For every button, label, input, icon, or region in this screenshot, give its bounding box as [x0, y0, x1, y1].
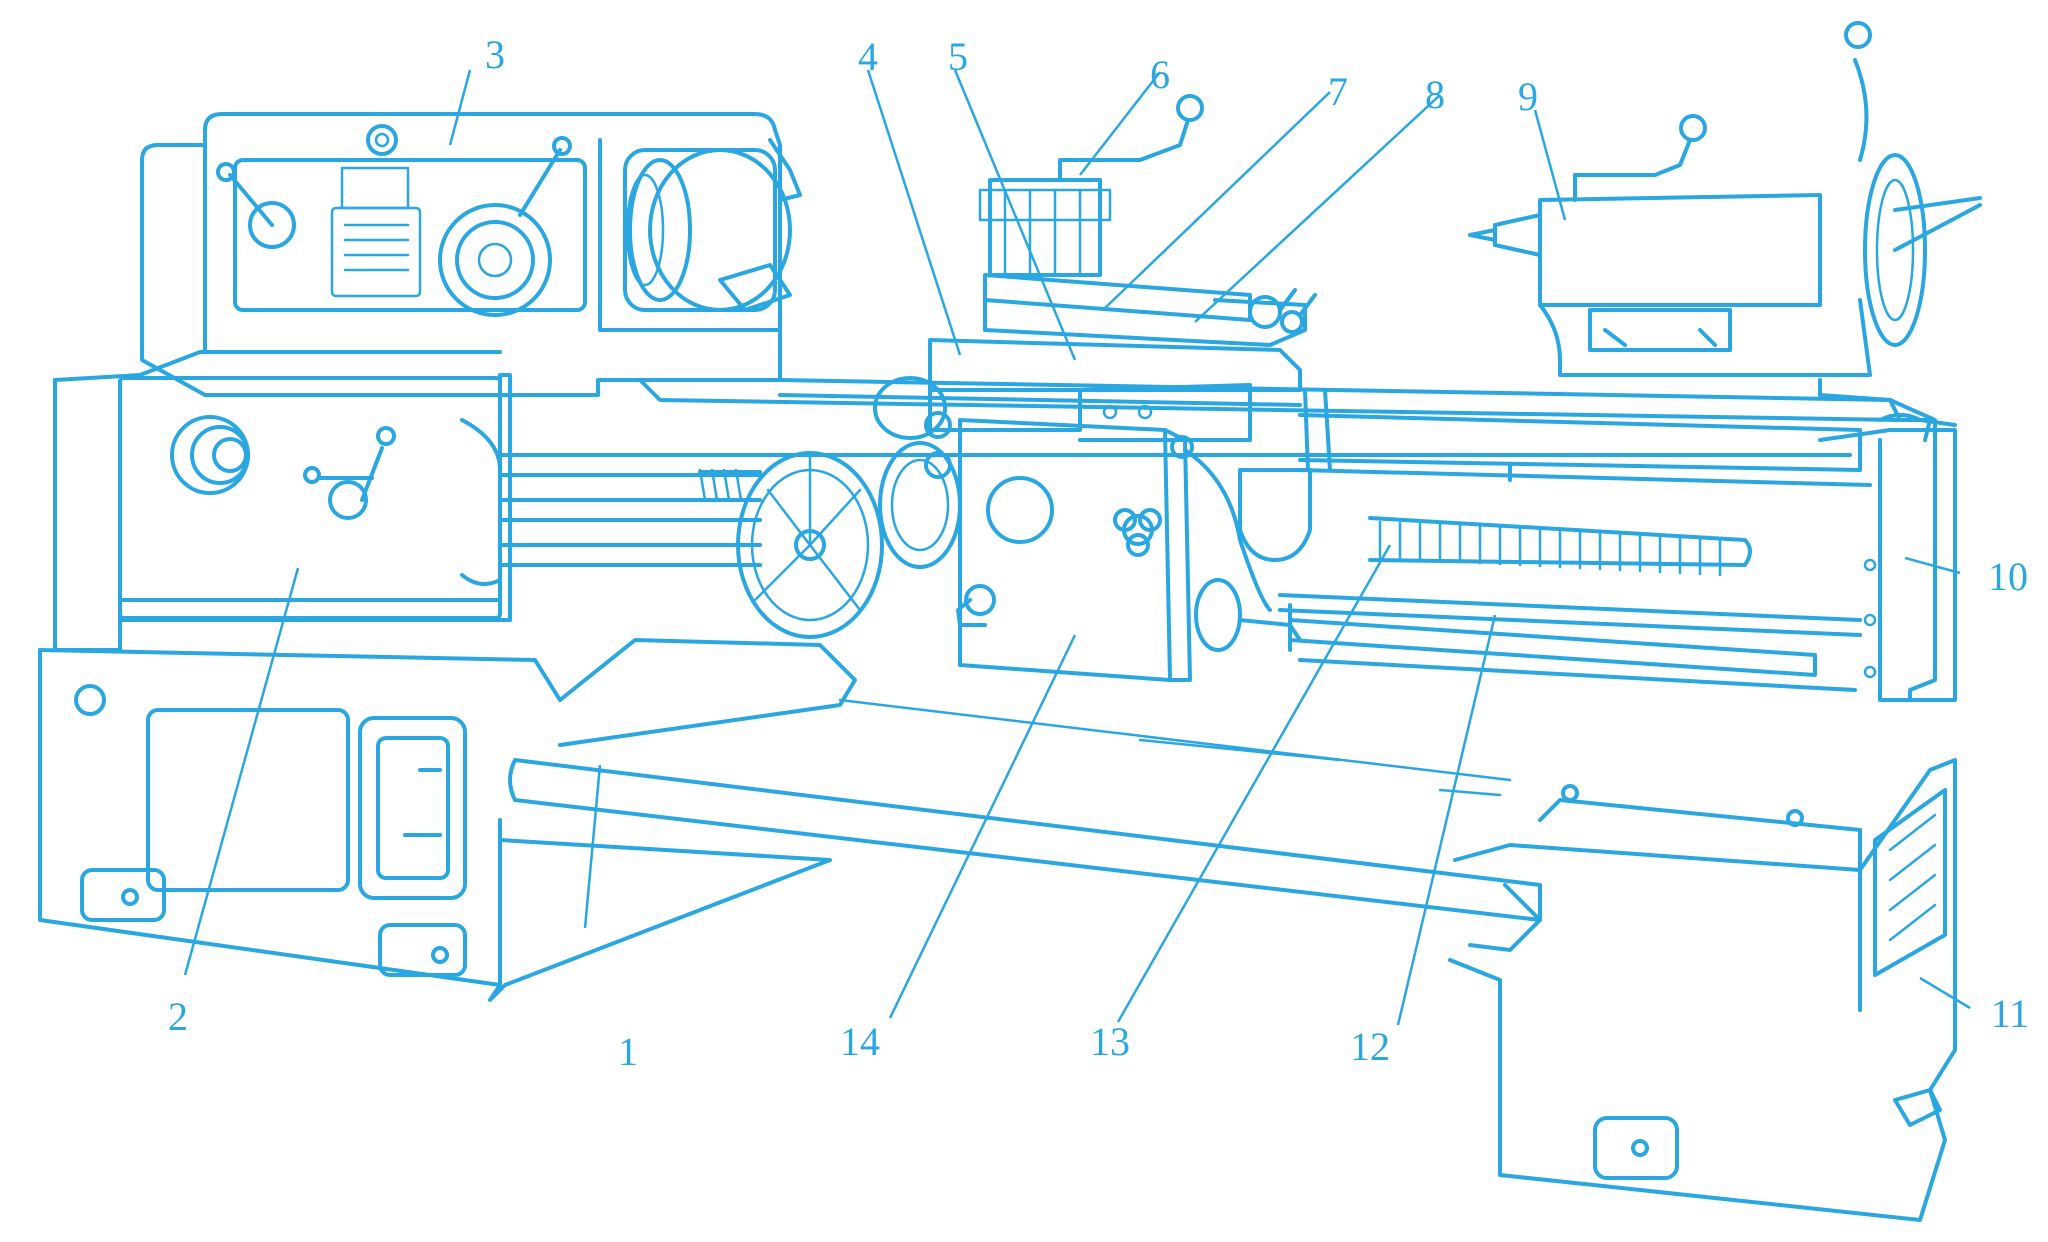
label-7: 7 — [1328, 69, 1348, 114]
label-11: 11 — [1991, 991, 2030, 1036]
part-labels: 1 2 3 4 5 6 7 8 9 10 11 12 13 14 — [168, 32, 2029, 1074]
feed-rods — [460, 418, 1852, 677]
headstock — [140, 112, 802, 397]
label-6: 6 — [1150, 52, 1170, 97]
label-8: 8 — [1425, 72, 1445, 117]
right-cabinet — [1448, 758, 1957, 1222]
label-12: 12 — [1350, 1024, 1390, 1069]
lathe-base — [38, 648, 832, 1002]
label-13: 13 — [1090, 1019, 1130, 1064]
carriage-assembly — [736, 94, 1332, 682]
label-3: 3 — [485, 32, 505, 77]
label-5: 5 — [948, 34, 968, 79]
callout-lines — [183, 69, 1971, 1026]
label-4: 4 — [858, 34, 878, 79]
label-1: 1 — [618, 1029, 638, 1074]
label-14: 14 — [840, 1019, 880, 1064]
label-10: 10 — [1988, 554, 2028, 599]
tailstock — [1468, 21, 1982, 702]
label-2: 2 — [168, 994, 188, 1039]
chip-tray — [508, 638, 1542, 952]
lathe-bed — [638, 378, 1937, 702]
label-9: 9 — [1518, 74, 1538, 119]
